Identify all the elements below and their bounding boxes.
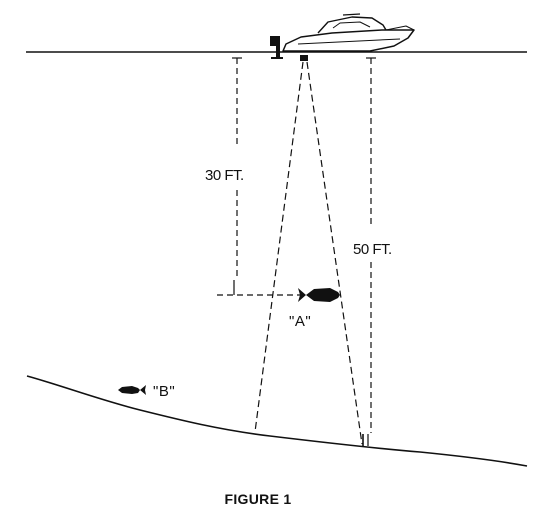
figure-caption: FIGURE 1 — [225, 491, 292, 507]
sonar-cone-left-edge — [254, 61, 304, 433]
boat-icon — [270, 13, 415, 61]
fish-b-label: "B" — [153, 383, 175, 400]
sonar-cone-right-edge — [306, 61, 363, 445]
fish-a-label: "A" — [289, 313, 311, 330]
depth-label-deep: 50 FT. — [353, 241, 392, 258]
depth-label-shallow: 30 FT. — [205, 167, 244, 184]
bottom-contour — [26, 375, 528, 467]
fish-icon — [298, 288, 340, 302]
fish-icon — [118, 385, 146, 395]
